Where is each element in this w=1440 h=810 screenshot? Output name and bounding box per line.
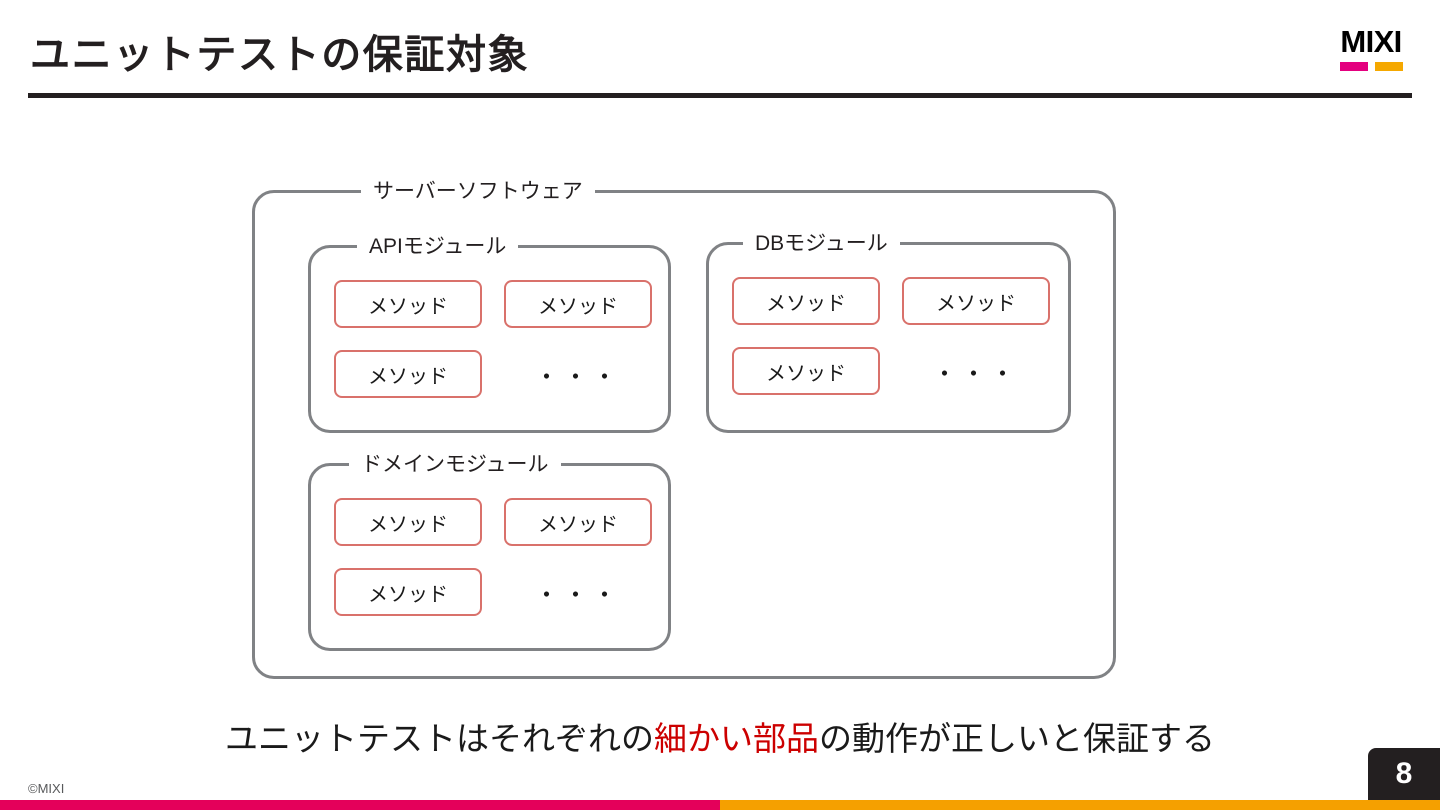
method-grid-db: メソッド メソッド メソッド ・・・ [732, 277, 1050, 395]
group-server-software: サーバーソフトウェア APIモジュール メソッド メソッド メソッド ・・・ D… [252, 178, 1116, 679]
caption-part2: の動作が正しいと保証する [819, 720, 1215, 757]
mixi-logo-bars [1328, 62, 1414, 71]
method-box[interactable]: メソッド [334, 280, 482, 328]
method-grid-api: メソッド メソッド メソッド ・・・ [334, 280, 652, 398]
mixi-wordmark: MIXI [1340, 24, 1402, 59]
method-box[interactable]: メソッド [902, 277, 1050, 325]
mixi-bar-pink [1339, 62, 1368, 71]
method-box[interactable]: メソッド [732, 277, 880, 325]
method-box[interactable]: メソッド [504, 498, 652, 546]
group-label-server-software: サーバーソフトウェア [361, 178, 595, 206]
caption-highlight: 細かい部品 [654, 720, 819, 757]
footer-bar-orange [720, 800, 1440, 810]
method-box[interactable]: メソッド [732, 347, 880, 395]
mixi-bar-orange [1374, 62, 1403, 71]
method-box[interactable]: メソッド [334, 568, 482, 616]
group-label-domain-module: ドメインモジュール [349, 451, 561, 479]
caption-part1: ユニットテストはそれぞれの [225, 720, 654, 757]
group-api-module: APIモジュール メソッド メソッド メソッド ・・・ [308, 233, 671, 433]
title-divider [28, 93, 1412, 98]
group-label-db-module: DBモジュール [743, 230, 900, 258]
footer-bar-pink [0, 800, 720, 810]
method-box[interactable]: メソッド [334, 350, 482, 398]
mixi-logo: MIXI [1328, 26, 1414, 74]
group-label-api-module: APIモジュール [357, 233, 519, 261]
method-box[interactable]: メソッド [504, 280, 652, 328]
method-grid-domain: メソッド メソッド メソッド ・・・ [334, 498, 652, 616]
caption: ユニットテストはそれぞれの細かい部品の動作が正しいと保証する [0, 712, 1440, 760]
ellipsis-indicator: ・・・ [932, 360, 1020, 388]
page-title: ユニットテストの保証対象 [30, 33, 530, 77]
ellipsis-indicator: ・・・ [534, 363, 622, 391]
method-box[interactable]: メソッド [334, 498, 482, 546]
group-db-module: DBモジュール メソッド メソッド メソッド ・・・ [706, 230, 1071, 433]
ellipsis-indicator: ・・・ [534, 581, 622, 609]
group-domain-module: ドメインモジュール メソッド メソッド メソッド ・・・ [308, 451, 671, 651]
page-number-badge: 8 [1368, 748, 1440, 800]
copyright-notice: ©MIXI [28, 781, 65, 796]
footer-accent-bar [0, 800, 1440, 810]
